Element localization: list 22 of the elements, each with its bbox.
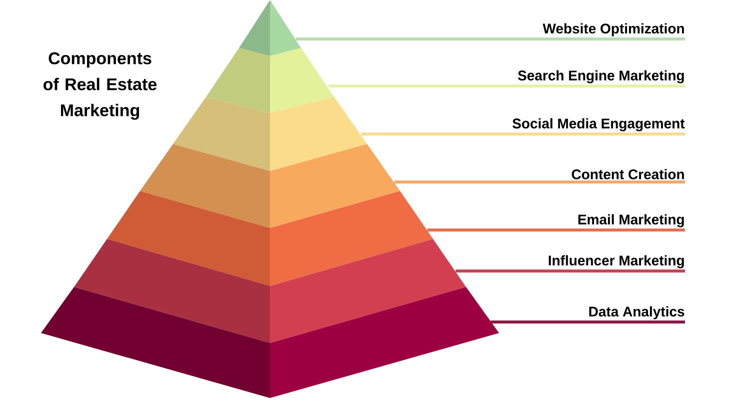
layer-label: Email Marketing: [578, 214, 684, 228]
pyramid-layer: [173, 97, 367, 171]
leader-line: [427, 228, 685, 232]
layer-label: Influencer Marketing: [548, 255, 684, 268]
leader-line: [296, 38, 685, 40]
pyramid-layer: [239, 0, 301, 56]
layer-label: Data Analytics: [589, 306, 684, 320]
leader-line: [328, 84, 685, 88]
leader-line: [456, 270, 685, 272]
layer-label: Search Engine Marketing: [518, 70, 684, 84]
leader-line: [361, 132, 685, 136]
leader-line: [490, 320, 685, 324]
pyramid-layer: [107, 191, 433, 286]
pyramid-layer: [140, 144, 400, 228]
leader-line: [394, 180, 685, 184]
pyramid-layer: [41, 287, 499, 398]
title: Components of Real Estate Marketing: [44, 52, 157, 120]
pyramid-layer: [206, 48, 334, 113]
pyramid-layer: [74, 239, 466, 343]
layer-label: Content Creation: [572, 169, 684, 180]
layer-label: Social Media Engagement: [512, 118, 685, 132]
layer-label: Website Optimization: [542, 23, 684, 36]
